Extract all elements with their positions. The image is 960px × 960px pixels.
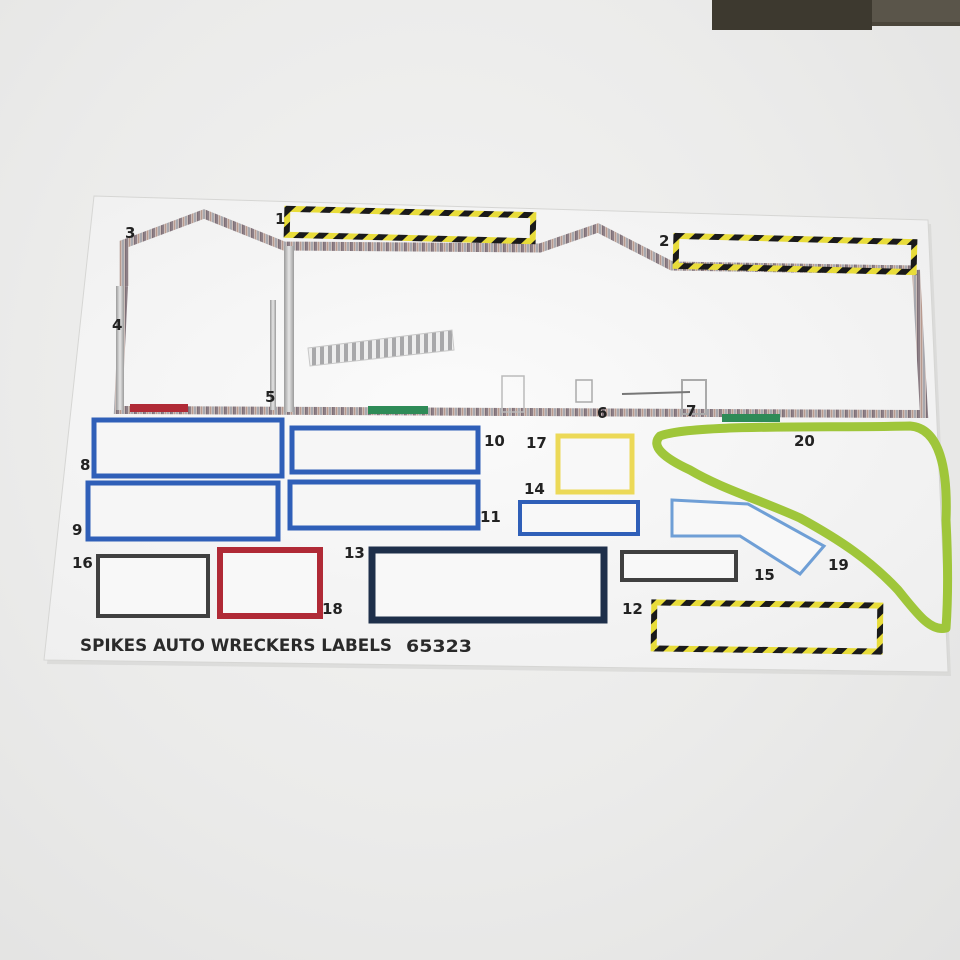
label-8: 8 bbox=[80, 456, 90, 474]
label-20: 20 bbox=[794, 432, 815, 450]
label-13: 13 bbox=[344, 544, 365, 562]
hazard-decal-1 bbox=[283, 205, 537, 245]
hazard-decal-12 bbox=[650, 599, 884, 655]
label-5: 5 bbox=[265, 388, 275, 406]
label-9: 9 bbox=[72, 521, 82, 539]
sheet-caption: SPIKES AUTO WRECKERS LABELS bbox=[80, 636, 392, 656]
hazard-decal-2 bbox=[672, 232, 918, 276]
label-7: 7 bbox=[686, 402, 696, 420]
wall-decal bbox=[113, 209, 929, 422]
frame-decal-11 bbox=[287, 479, 481, 531]
label-10: 10 bbox=[484, 432, 505, 450]
decal-numbers: 1 2 3 4 5 6 7 8 9 10 11 12 13 14 15 16 1… bbox=[72, 210, 849, 618]
label-18: 18 bbox=[322, 600, 343, 618]
label-2: 2 bbox=[659, 232, 669, 250]
frame-decal-15 bbox=[620, 550, 738, 582]
label-1: 1 bbox=[275, 210, 285, 228]
frame-decal-19 bbox=[670, 498, 827, 576]
frame-decal-16 bbox=[96, 554, 210, 618]
label-17: 17 bbox=[526, 434, 547, 452]
slick-decal-20 bbox=[652, 421, 952, 633]
label-6: 6 bbox=[597, 404, 607, 422]
frame-decal-13 bbox=[368, 546, 608, 624]
frame-decal-8 bbox=[91, 417, 285, 479]
label-14: 14 bbox=[524, 480, 545, 498]
decal-sheet: 1 2 3 4 5 6 7 8 9 10 11 12 13 14 15 16 1… bbox=[43, 195, 952, 676]
label-12: 12 bbox=[622, 600, 643, 618]
background-object bbox=[712, 0, 960, 30]
label-19: 19 bbox=[828, 556, 849, 574]
label-16: 16 bbox=[72, 554, 93, 572]
sheet-code: 65323 bbox=[406, 637, 472, 657]
frame-decal-17 bbox=[555, 433, 635, 495]
gate-roller-decal bbox=[307, 329, 455, 367]
frame-decal-10 bbox=[289, 425, 481, 475]
frame-decal-18 bbox=[217, 547, 323, 619]
label-4: 4 bbox=[112, 316, 122, 334]
label-3: 3 bbox=[125, 224, 135, 242]
label-11: 11 bbox=[480, 508, 501, 526]
label-15: 15 bbox=[754, 566, 775, 584]
frame-decal-9 bbox=[85, 480, 281, 542]
frame-decal-14 bbox=[518, 500, 640, 536]
